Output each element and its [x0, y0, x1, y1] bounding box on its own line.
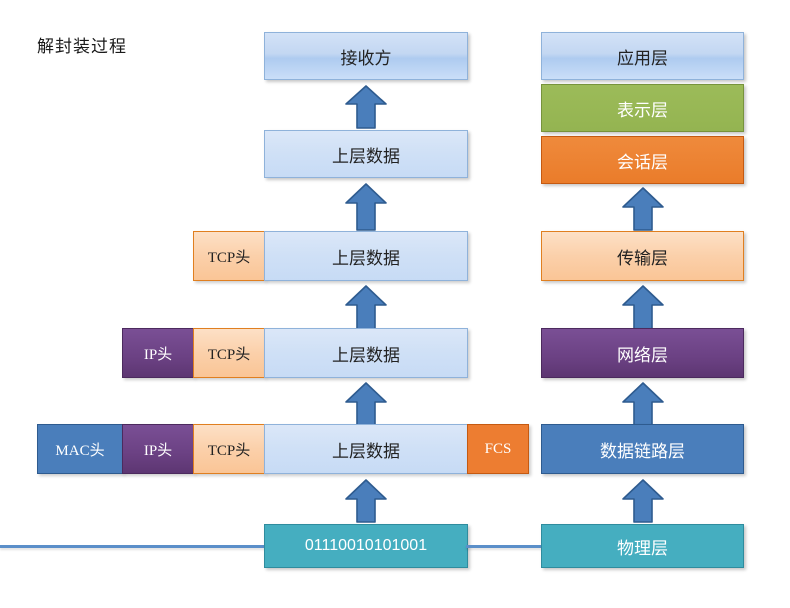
- layer-physical[interactable]: 物理层: [541, 524, 744, 568]
- up-arrow-icon: [621, 284, 665, 332]
- up-arrow-icon: [621, 186, 665, 232]
- up-arrow-icon: [344, 284, 388, 332]
- tcp-header-label: TCP头: [207, 442, 251, 459]
- tcp-header-label: TCP头: [207, 346, 251, 363]
- up-arrow-icon: [621, 478, 665, 524]
- tcp-header-label: TCP头: [207, 249, 251, 266]
- physical-wire-middle: [466, 545, 543, 548]
- layer-application-label: 应用层: [617, 48, 668, 68]
- upper-layer-data-seg-row4[interactable]: 上层数据: [264, 424, 468, 474]
- physical-wire-left: [0, 545, 266, 548]
- tcp-header-seg-row4[interactable]: TCP头: [193, 424, 265, 474]
- upper-layer-data-box-1[interactable]: 上层数据: [264, 130, 468, 178]
- layer-session[interactable]: 会话层: [541, 136, 744, 184]
- bitstream-label: 01110010101001: [304, 537, 428, 554]
- fcs-label: FCS: [484, 440, 512, 457]
- layer-transport-label: 传输层: [617, 248, 668, 268]
- layer-presentation-label: 表示层: [617, 100, 668, 120]
- mac-header-seg-row4[interactable]: MAC头: [37, 424, 123, 474]
- layer-transport[interactable]: 传输层: [541, 231, 744, 281]
- up-arrow-icon: [344, 84, 388, 130]
- up-arrow-icon: [344, 381, 388, 429]
- layer-network-label: 网络层: [617, 345, 668, 365]
- layer-application[interactable]: 应用层: [541, 32, 744, 80]
- layer-datalink[interactable]: 数据链路层: [541, 424, 744, 474]
- ip-header-label: IP头: [143, 346, 173, 363]
- layer-physical-label: 物理层: [617, 538, 668, 558]
- mac-header-label: MAC头: [55, 442, 105, 459]
- bitstream-box[interactable]: 01110010101001: [264, 524, 468, 568]
- upper-layer-data-label-3: 上层数据: [332, 345, 400, 365]
- receiver-label: 接收方: [340, 48, 392, 68]
- receiver-box[interactable]: 接收方: [264, 32, 468, 80]
- upper-layer-data-label-1: 上层数据: [332, 146, 400, 166]
- layer-presentation[interactable]: 表示层: [541, 84, 744, 132]
- up-arrow-icon: [344, 478, 388, 524]
- diagram-title: 解封装过程: [37, 37, 127, 56]
- tcp-header-seg-row3[interactable]: TCP头: [193, 328, 265, 378]
- tcp-header-seg-row2[interactable]: TCP头: [193, 231, 265, 281]
- layer-datalink-label: 数据链路层: [600, 441, 685, 461]
- fcs-seg-row4[interactable]: FCS: [467, 424, 529, 474]
- layer-session-label: 会话层: [617, 152, 668, 172]
- ip-header-seg-row3[interactable]: IP头: [122, 328, 194, 378]
- upper-layer-data-label-2: 上层数据: [332, 248, 400, 268]
- layer-network[interactable]: 网络层: [541, 328, 744, 378]
- up-arrow-icon: [344, 182, 388, 232]
- up-arrow-icon: [621, 381, 665, 429]
- ip-header-label: IP头: [143, 442, 173, 459]
- upper-layer-data-label-4: 上层数据: [332, 441, 400, 461]
- upper-layer-data-seg-row3[interactable]: 上层数据: [264, 328, 468, 378]
- ip-header-seg-row4[interactable]: IP头: [122, 424, 194, 474]
- upper-layer-data-seg-row2[interactable]: 上层数据: [264, 231, 468, 281]
